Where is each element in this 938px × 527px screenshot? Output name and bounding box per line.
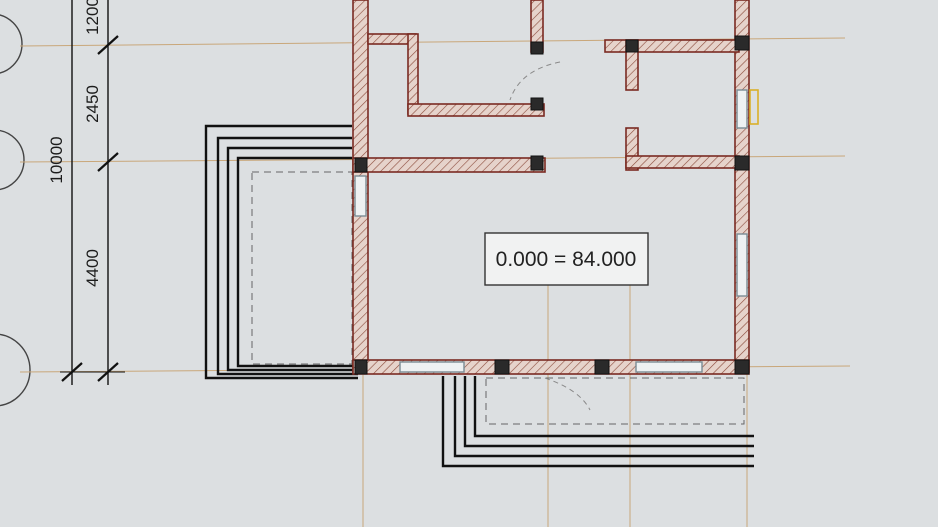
porch-dashed-area — [485, 377, 745, 425]
wall-right-room-top — [604, 39, 740, 53]
column — [625, 39, 639, 53]
column — [530, 155, 544, 171]
dimension-lower: 4400 — [83, 249, 102, 287]
dimension-total: 10000 — [47, 136, 66, 183]
column — [354, 359, 368, 375]
windows — [354, 89, 748, 373]
step-outline — [473, 376, 754, 438]
step-outline — [216, 136, 358, 376]
window-bottom-right — [635, 361, 703, 373]
column — [734, 359, 750, 375]
column — [530, 41, 544, 55]
column — [530, 97, 544, 111]
window-left — [354, 175, 367, 217]
step-outline — [463, 376, 754, 448]
dimension-middle: 2450 — [83, 85, 102, 123]
axis-bubble — [0, 129, 25, 191]
axis-bubble — [0, 333, 31, 407]
wall-right-room-bottom — [625, 155, 740, 169]
terrace-dashed-area — [251, 171, 353, 365]
elevation-label-box — [484, 232, 649, 286]
wall-upper-horizontal — [407, 103, 545, 117]
axis-bubble — [0, 14, 23, 74]
step-outline — [236, 156, 358, 368]
dimension-tick — [97, 35, 119, 55]
columns — [354, 35, 750, 375]
wall-upper-stub — [407, 33, 419, 115]
step-outline — [441, 376, 754, 468]
left-terrace-steps — [204, 124, 358, 380]
dimension-top: 1200 — [83, 0, 102, 35]
dimension-chain — [60, 0, 125, 385]
dimension-labels: 10000 1200 2450 4400 — [47, 0, 102, 287]
step-outline — [453, 376, 754, 458]
wall-right-exterior — [734, 0, 750, 373]
column — [494, 359, 510, 375]
step-outline — [204, 124, 358, 380]
column — [354, 157, 368, 173]
vertical-grid-lines — [362, 270, 748, 527]
marker-yellow — [749, 89, 759, 125]
column — [734, 155, 750, 171]
bottom-porch-steps — [441, 376, 754, 468]
axis-bubbles — [0, 14, 31, 407]
step-outline — [226, 146, 358, 372]
dimension-tick — [97, 152, 119, 172]
window-right-lower — [736, 233, 748, 297]
wall-middle-horizontal — [352, 157, 546, 173]
column — [734, 35, 750, 51]
column — [594, 359, 610, 375]
window-bottom-left — [399, 361, 465, 373]
elevation-label: 0.000 = 84.000 — [496, 248, 637, 271]
window-right-upper — [736, 89, 748, 129]
